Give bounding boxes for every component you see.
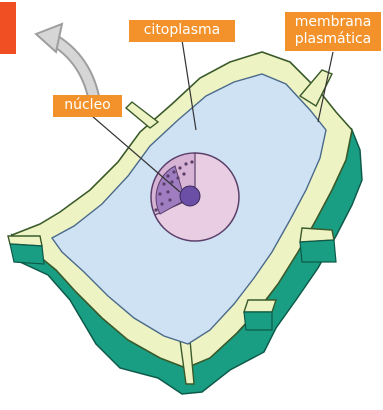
label-cytoplasm: citoplasma — [129, 20, 235, 42]
label-nucleus: núcleo — [53, 95, 122, 117]
label-plasma-membrane: membrana plasmática — [285, 12, 381, 51]
label-membrane-line1: membrana — [288, 14, 378, 31]
label-membrane-line2: plasmática — [288, 31, 378, 48]
nucleolus — [180, 186, 200, 206]
